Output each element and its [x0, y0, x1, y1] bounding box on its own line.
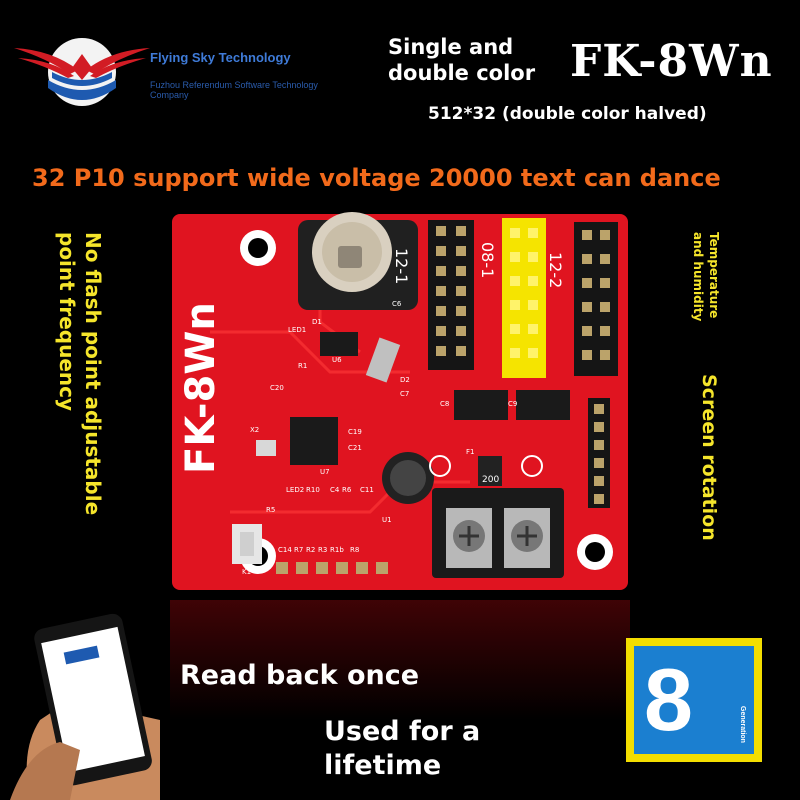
silk-label: C14 — [278, 546, 292, 554]
main-mcu-chip — [290, 417, 338, 465]
tagline: 32 P10 support wide voltage 20000 text c… — [32, 164, 721, 192]
connector-08-1 — [502, 218, 546, 378]
fuse-label: 200 — [482, 475, 499, 485]
silk-label: U6 — [332, 356, 342, 364]
control-board: FK-8Wn 12-1 08-1 12-2 — [172, 212, 628, 590]
board-reflection — [170, 600, 630, 720]
feature-rotation-text: Screen rotation — [698, 374, 720, 541]
silk-label: D1 — [312, 318, 322, 326]
silk-label: U1 — [382, 516, 392, 524]
smartphone-icon — [34, 613, 152, 786]
logo-subtitle: Fuzhou Referendum Software Technology Co… — [150, 80, 318, 100]
silk-label: C20 — [270, 384, 284, 392]
feature-temp-line2: and humidity — [691, 232, 705, 322]
label-12-2: 12-2 — [546, 252, 565, 288]
color-type: Single and double color — [388, 34, 535, 86]
silk-label: LED1 — [288, 326, 306, 334]
color-type-line2: double color — [388, 61, 536, 85]
silk-label: K1 — [242, 568, 251, 576]
color-type-line1: Single and — [388, 35, 514, 59]
lifetime-line1: Used for a — [324, 716, 481, 747]
minus-terminal-mark — [429, 455, 451, 477]
sensor-pin-header — [588, 398, 610, 508]
feature-flash-line1: No flash point adjustable — [81, 232, 105, 516]
connector-12-1 — [428, 220, 474, 370]
feature-flash: No flash point adjustable point frequenc… — [42, 232, 112, 580]
plus-terminal-mark — [521, 455, 543, 477]
fuse — [478, 456, 502, 486]
label-12-1: 12-1 — [392, 248, 411, 284]
silk-label: R10 — [306, 486, 320, 494]
driver-chip-2 — [516, 390, 570, 420]
silk-label: C8 — [440, 400, 449, 408]
driver-chip-1 — [454, 390, 508, 420]
crystal — [365, 337, 401, 383]
silk-label: F1 — [466, 448, 474, 456]
feature-flash-line2: point frequency — [55, 232, 79, 412]
resolution-spec: 512*32 (double color halved) — [428, 104, 707, 124]
silk-label: C6 — [392, 300, 402, 308]
silk-label: C19 — [348, 428, 362, 436]
silk-label: R1b — [330, 546, 344, 554]
silk-label: C11 — [360, 486, 374, 494]
silk-label: R7 — [294, 546, 303, 554]
connector-12-2 — [574, 222, 618, 376]
silk-label: C7 — [400, 390, 409, 398]
silk-label: D2 — [400, 376, 410, 384]
model-name: FK-8Wn — [570, 36, 773, 87]
board-model-silk: FK-8Wn — [178, 302, 224, 474]
wifi-chip — [320, 332, 358, 356]
feature-temp-line1: Temperature — [707, 232, 721, 319]
phone-in-hand — [10, 613, 160, 800]
silk-label: R5 — [266, 506, 275, 514]
silk-label: R8 — [350, 546, 359, 554]
silk-label: R2 — [306, 546, 315, 554]
small-crystal — [256, 440, 276, 456]
generation-badge: 8 Generation — [626, 638, 762, 762]
read-back-text: Read back once — [180, 660, 420, 691]
bottom-pin-header — [276, 562, 388, 574]
silk-label: R3 — [318, 546, 327, 554]
wing-logo-icon — [14, 38, 150, 106]
generation-number: 8 — [644, 650, 693, 749]
label-08-1: 08-1 — [478, 242, 497, 278]
logo-title: Flying Sky Technology — [150, 50, 291, 65]
silk-label: C9 — [508, 400, 517, 408]
silk-label: C21 — [348, 444, 362, 452]
silk-label: R1 — [298, 362, 307, 370]
lifetime-line2: lifetime — [324, 750, 442, 781]
silk-label: R6 — [342, 486, 352, 494]
silk-label: U7 — [320, 468, 330, 476]
silk-label: C4 — [330, 486, 340, 494]
silk-label: LED2 — [286, 486, 304, 494]
silk-label: X2 — [250, 426, 259, 434]
generation-label: Generation — [739, 706, 746, 743]
lifetime-text: Used for a lifetime — [324, 715, 524, 783]
